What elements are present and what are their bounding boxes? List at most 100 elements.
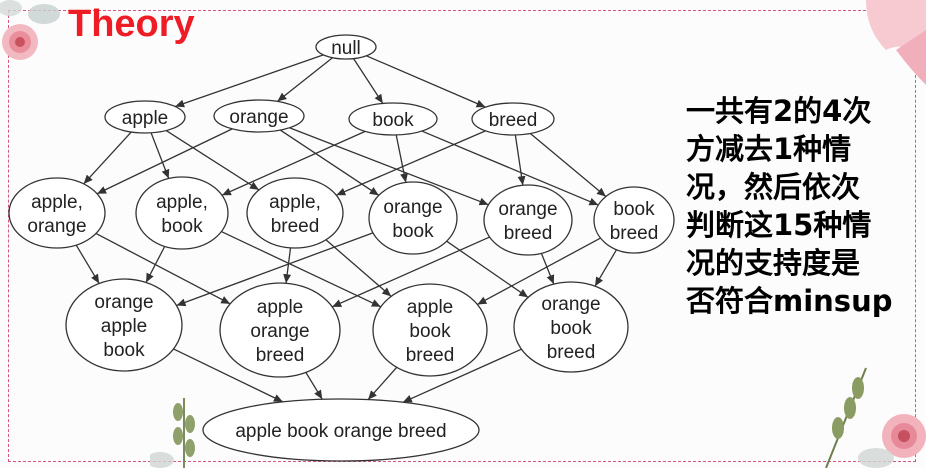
edge-null-to-apple bbox=[174, 54, 324, 108]
edge-apple_book_breed-to-all bbox=[367, 366, 398, 401]
node-label: breed bbox=[489, 110, 538, 131]
node-orange-apple-book: orange apple book bbox=[65, 278, 183, 372]
note-line: 一共有2的4次 bbox=[686, 94, 872, 128]
node-ellipse bbox=[348, 102, 438, 136]
node-book-breed: book breed bbox=[593, 186, 675, 254]
edge-orange-to-apple_orange bbox=[96, 128, 233, 195]
node-label: apple, bbox=[156, 192, 208, 213]
node-ellipse bbox=[368, 181, 458, 255]
node-label: book bbox=[161, 216, 203, 237]
note-line: 方减去1种情 bbox=[686, 132, 852, 166]
node-ellipse bbox=[315, 34, 377, 60]
node-orange: orange bbox=[213, 99, 305, 133]
node-label: book bbox=[103, 340, 145, 361]
node-label: book bbox=[550, 318, 592, 339]
node-label: orange bbox=[27, 216, 86, 237]
node-ellipse bbox=[65, 278, 183, 372]
slide-title: Theory bbox=[68, 3, 195, 45]
edge-book-to-book_breed bbox=[421, 130, 599, 206]
node-ellipse bbox=[372, 283, 488, 377]
node-apple-orange: apple,orange bbox=[8, 177, 106, 249]
edge-apple-to-apple_orange bbox=[83, 131, 132, 185]
leaf-decoration-bottom-left bbox=[150, 398, 195, 468]
node-ellipse bbox=[483, 184, 573, 256]
note-line: 否符合minsup bbox=[686, 284, 893, 318]
node-label: breed bbox=[256, 345, 305, 366]
node-label: book bbox=[613, 199, 655, 220]
node-label: breed bbox=[547, 342, 596, 363]
edge-orange_breed-to-apple_orange_breed bbox=[331, 236, 490, 308]
node-ellipse bbox=[246, 177, 344, 249]
node-label: orange bbox=[383, 197, 442, 218]
note-line: 况的支持度是 bbox=[686, 246, 861, 280]
edge-breed-to-book_breed bbox=[529, 132, 607, 198]
note-line: 判断这15种情 bbox=[686, 208, 872, 242]
slide-border bbox=[8, 10, 916, 462]
edge-apple_orange_breed-to-all bbox=[305, 372, 323, 400]
node-null: null bbox=[315, 34, 377, 60]
node-label: apple, bbox=[269, 192, 321, 213]
node-book: book bbox=[348, 102, 438, 136]
edge-null-to-book bbox=[353, 58, 384, 104]
flower-decoration-top-right bbox=[866, 0, 926, 85]
node-label: apple bbox=[101, 316, 148, 337]
node-label: null bbox=[331, 38, 361, 59]
node-ellipse bbox=[8, 177, 106, 249]
edge-orange-to-orange_breed bbox=[289, 127, 489, 206]
edge-null-to-orange bbox=[277, 57, 333, 102]
edge-apple_book-to-orange_apple_book bbox=[145, 246, 166, 283]
node-label: book bbox=[392, 221, 434, 242]
node-ellipse bbox=[219, 282, 341, 378]
node-orange-book: orange book bbox=[368, 181, 458, 255]
node-breed: breed bbox=[471, 102, 555, 136]
edge-null-to-breed bbox=[366, 55, 486, 108]
node-ellipse bbox=[135, 176, 229, 250]
node-label: book bbox=[372, 110, 414, 131]
edge-orange_book_breed-to-all bbox=[402, 348, 522, 403]
node-ellipse bbox=[471, 102, 555, 136]
edge-book_breed-to-orange_book_breed bbox=[594, 249, 618, 287]
node-label: breed bbox=[271, 216, 320, 237]
edge-book_breed-to-apple_book_breed bbox=[477, 237, 601, 306]
node-label: orange bbox=[94, 292, 153, 313]
node-apple-book: apple, book bbox=[135, 176, 229, 250]
node-label: breed bbox=[504, 223, 553, 244]
node-label: apple bbox=[257, 297, 304, 318]
node-label: orange bbox=[250, 321, 309, 342]
node-ellipse bbox=[593, 186, 675, 254]
explanation-text: 一共有2的4次 方减去1种情 况，然后依次 判断这15种情 况的支持度是 否符合… bbox=[686, 92, 918, 320]
edge-apple_orange-to-apple_orange_breed bbox=[95, 232, 231, 305]
node-label: breed bbox=[610, 223, 659, 244]
node-ellipse bbox=[213, 99, 305, 133]
node-label: apple bbox=[407, 297, 454, 318]
node-orange-breed: orange breed bbox=[483, 184, 573, 256]
node-ellipse bbox=[202, 398, 480, 462]
node-apple-book-breed: apple book breed bbox=[372, 283, 488, 377]
flower-decoration-top-left bbox=[0, 0, 60, 60]
edge-breed-to-apple_breed bbox=[336, 130, 486, 196]
node-all: apple book orange breed bbox=[202, 398, 480, 462]
node-label: breed bbox=[406, 345, 455, 366]
node-ellipse bbox=[104, 100, 186, 134]
node-label: orange bbox=[498, 199, 557, 220]
edge-apple_breed-to-apple_orange_breed bbox=[283, 247, 292, 284]
edge-apple_book-to-apple_book_breed bbox=[221, 230, 382, 308]
edge-book-to-orange_book bbox=[395, 134, 408, 183]
node-apple-breed: apple, breed bbox=[246, 177, 344, 249]
edge-orange_apple_book-to-all bbox=[173, 348, 284, 403]
node-apple-orange-breed: apple orange breed bbox=[219, 282, 341, 378]
edge-breed-to-orange_breed bbox=[514, 134, 526, 186]
node-label: orange bbox=[229, 107, 288, 128]
edge-apple-to-apple_breed bbox=[165, 130, 260, 191]
node-ellipse bbox=[513, 281, 629, 373]
node-label: apple bbox=[122, 108, 169, 129]
node-apple: apple bbox=[104, 100, 186, 134]
edge-orange_book-to-orange_apple_book bbox=[176, 232, 374, 307]
note-line: 况，然后依次 bbox=[686, 170, 861, 204]
edge-apple_orange-to-orange_apple_book bbox=[75, 244, 100, 284]
edge-apple_breed-to-apple_book_breed bbox=[325, 239, 392, 297]
node-label: apple book orange breed bbox=[235, 421, 446, 442]
node-label: book bbox=[409, 321, 451, 342]
edge-orange_breed-to-orange_book_breed bbox=[540, 253, 555, 285]
